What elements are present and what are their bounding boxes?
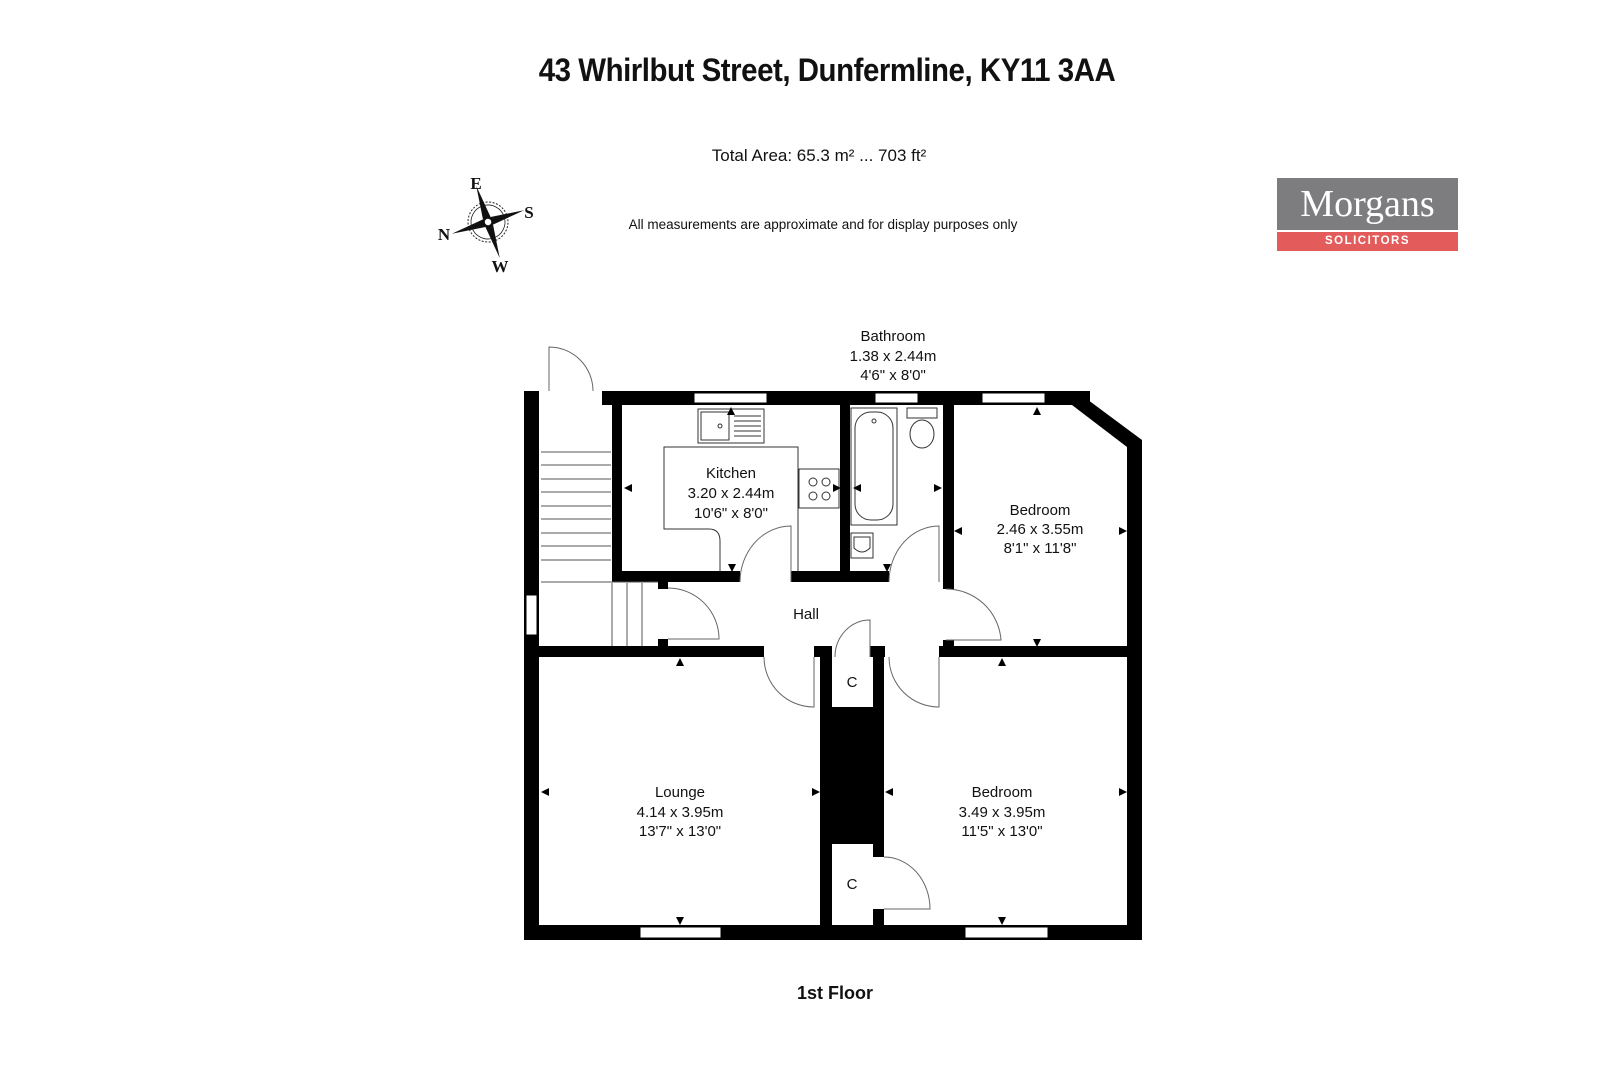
- dimension-arrow-icon: [954, 527, 962, 535]
- room-imperial: 8'1" x 11'8": [1004, 540, 1077, 557]
- window: [639, 926, 722, 939]
- dimension-arrows: [541, 407, 1127, 925]
- room-metric: 2.46 x 3.55m: [997, 521, 1084, 538]
- basin-icon: [850, 532, 874, 559]
- room-metric: 4.14 x 3.95m: [637, 804, 724, 821]
- window: [964, 926, 1049, 939]
- dimension-arrow-icon: [998, 658, 1006, 666]
- room-kitchen: Kitchen 3.20 x 2.44m 10'6" x 8'0": [688, 465, 775, 522]
- room-imperial: 10'6" x 8'0": [694, 505, 768, 522]
- room-bathroom: Bathroom 1.38 x 2.44m 4'6" x 8'0": [850, 328, 937, 384]
- floor-label: 1st Floor: [796, 983, 873, 1003]
- room-imperial: 4'6" x 8'0": [860, 367, 926, 384]
- walls: [524, 391, 1142, 940]
- bathtub-icon: [850, 407, 898, 526]
- dimension-arrow-icon: [853, 484, 861, 492]
- compass-east: E: [470, 174, 481, 193]
- compass-icon: [451, 185, 525, 259]
- door: [883, 856, 931, 910]
- window: [693, 392, 768, 404]
- room-hall: Hall: [793, 606, 819, 623]
- room-name: Lounge: [655, 784, 705, 801]
- door: [888, 656, 940, 708]
- door: [739, 525, 792, 583]
- dimension-arrow-icon: [676, 658, 684, 666]
- door: [945, 588, 1002, 641]
- window: [981, 392, 1046, 404]
- windows: [525, 392, 1049, 939]
- dimension-arrow-icon: [541, 788, 549, 796]
- room-name: Bedroom: [1010, 502, 1071, 519]
- logo-tagline: SOLICITORS: [1277, 232, 1458, 251]
- room-bedroom-2: Bedroom 3.49 x 3.95m 11'5" x 13'0": [959, 784, 1046, 840]
- dimension-arrow-icon: [998, 917, 1006, 925]
- dimension-arrow-icon: [885, 788, 893, 796]
- room-metric: 3.20 x 2.44m: [688, 485, 775, 502]
- room-imperial: 11'5" x 13'0": [961, 823, 1042, 840]
- disclaimer: All measurements are approximate and for…: [628, 217, 1018, 232]
- door: [548, 346, 594, 392]
- kitchen-counter: [663, 446, 799, 571]
- room-imperial: 13'7" x 13'0": [639, 823, 721, 840]
- dimension-arrow-icon: [812, 788, 820, 796]
- room-cupboard-1: C: [847, 674, 858, 691]
- room-name: Bathroom: [860, 328, 925, 345]
- dimension-arrow-icon: [1119, 527, 1127, 535]
- dimension-arrow-icon: [624, 484, 632, 492]
- room-metric: 1.38 x 2.44m: [850, 348, 937, 365]
- dimension-arrow-icon: [934, 484, 942, 492]
- compass-west: W: [492, 257, 509, 276]
- room-cupboard-2: C: [847, 876, 858, 893]
- dimension-arrow-icon: [883, 564, 891, 572]
- dimension-arrow-icon: [1033, 639, 1041, 647]
- window: [874, 392, 919, 404]
- room-metric: 3.49 x 3.95m: [959, 804, 1046, 821]
- total-area: Total Area: 65.3 m² ... 703 ft²: [711, 146, 927, 165]
- dimension-arrow-icon: [676, 917, 684, 925]
- door: [667, 587, 720, 640]
- room-name: Kitchen: [706, 465, 756, 482]
- page-title: 43 Whirlbut Street, Dunfermline, KY11 3A…: [538, 52, 1116, 88]
- compass-north: N: [438, 225, 451, 244]
- dimension-arrow-icon: [1119, 788, 1127, 796]
- logo-name: Morgans: [1277, 178, 1458, 230]
- room-name: Bedroom: [972, 784, 1033, 801]
- dimension-arrow-icon: [833, 484, 841, 492]
- room-lounge: Lounge 4.14 x 3.95m 13'7" x 13'0": [637, 784, 724, 840]
- morgans-logo: Morgans SOLICITORS: [1277, 178, 1458, 251]
- dimension-arrow-icon: [727, 407, 735, 415]
- door: [888, 525, 940, 583]
- dimension-arrow-icon: [1033, 407, 1041, 415]
- window: [525, 594, 538, 636]
- door: [834, 619, 871, 658]
- doors: [548, 346, 1002, 910]
- compass-south: S: [524, 203, 533, 222]
- dimension-arrow-icon: [728, 564, 736, 572]
- door: [763, 656, 815, 708]
- toilet-icon: [906, 407, 938, 449]
- room-bedroom-1: Bedroom 2.46 x 3.55m 8'1" x 11'8": [997, 502, 1084, 557]
- fixtures: [663, 407, 938, 571]
- staircase: [541, 451, 658, 646]
